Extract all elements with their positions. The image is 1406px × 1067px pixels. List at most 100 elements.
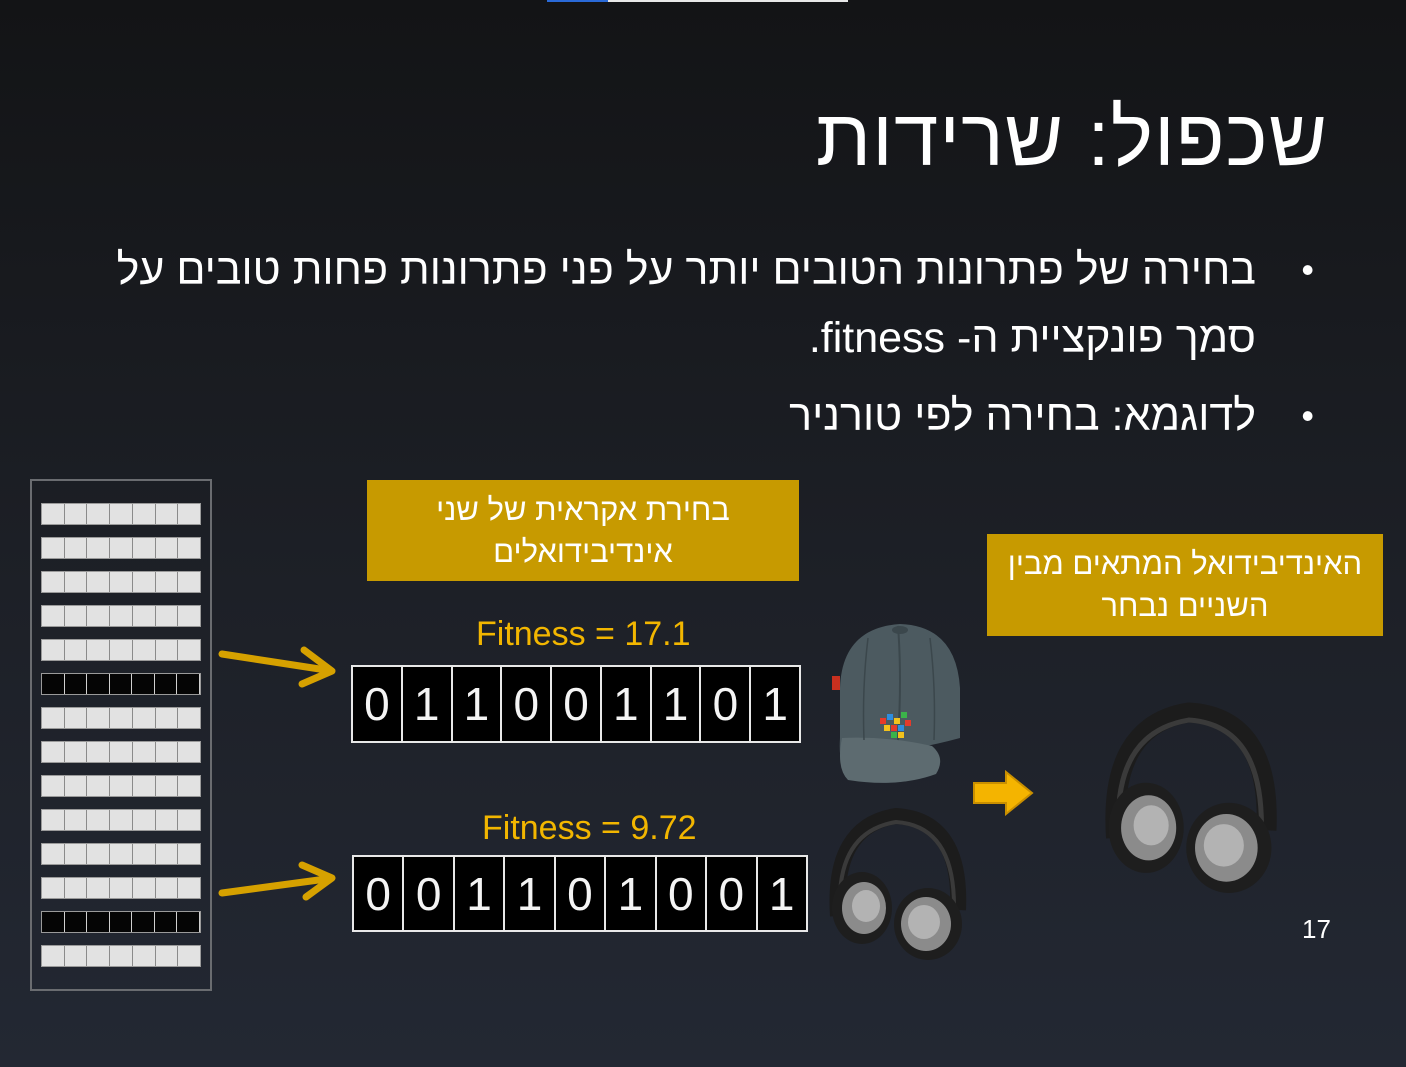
bullet-icon: • bbox=[1301, 249, 1314, 290]
bit-cell: 1 bbox=[762, 678, 788, 730]
population-cell bbox=[132, 810, 156, 830]
population-cell bbox=[42, 776, 65, 796]
population-cell bbox=[64, 912, 88, 932]
bullet-text: לדוגמא: בחירה לפי טורניר bbox=[789, 392, 1256, 440]
population-row bbox=[41, 571, 201, 593]
population-cell bbox=[42, 844, 65, 864]
population-cell bbox=[110, 606, 133, 626]
population-cell bbox=[64, 640, 88, 660]
population-cell bbox=[42, 572, 65, 592]
bullet-icon: • bbox=[1301, 395, 1314, 436]
bit-cell: 1 bbox=[455, 857, 506, 930]
population-cell bbox=[42, 810, 65, 830]
bit-cell: 0 bbox=[354, 857, 405, 930]
population-row bbox=[41, 741, 201, 763]
page-number: 17 bbox=[1302, 914, 1331, 944]
population-cell bbox=[110, 538, 133, 558]
population-cell bbox=[132, 912, 155, 932]
bit-cell: 1 bbox=[768, 867, 795, 920]
population-cell bbox=[64, 776, 88, 796]
population-cell bbox=[64, 810, 88, 830]
population-cell bbox=[155, 708, 179, 728]
population-cell bbox=[155, 572, 179, 592]
population-cell bbox=[110, 878, 133, 898]
population-cell bbox=[42, 708, 65, 728]
bit-cell: 1 bbox=[602, 667, 652, 741]
population-row bbox=[41, 775, 201, 797]
bit-cell: 1 bbox=[606, 857, 657, 930]
population-cell bbox=[64, 504, 88, 524]
population-cell bbox=[178, 606, 201, 626]
population-cell bbox=[155, 538, 179, 558]
population-cell bbox=[64, 572, 88, 592]
population-cell bbox=[87, 538, 111, 558]
bit-cell: 0 bbox=[701, 667, 752, 741]
population-cell bbox=[110, 708, 133, 728]
population-cell bbox=[109, 674, 133, 694]
population-cell bbox=[64, 538, 88, 558]
population-cell bbox=[154, 674, 178, 694]
population-row bbox=[41, 537, 201, 559]
population-panel bbox=[30, 479, 212, 991]
population-cell bbox=[110, 504, 133, 524]
population-cell bbox=[110, 742, 133, 762]
population-cell bbox=[87, 946, 111, 966]
population-cell bbox=[132, 708, 156, 728]
population-cell bbox=[132, 640, 156, 660]
population-cell bbox=[87, 606, 111, 626]
population-row bbox=[41, 605, 201, 627]
population-cell bbox=[109, 912, 133, 932]
population-cell bbox=[155, 844, 179, 864]
population-row bbox=[41, 707, 201, 729]
population-cell bbox=[64, 708, 88, 728]
progress-bar-track bbox=[608, 0, 848, 2]
population-cell bbox=[42, 742, 65, 762]
population-cell bbox=[177, 912, 201, 932]
population-cell bbox=[42, 946, 65, 966]
population-cell bbox=[87, 776, 111, 796]
population-cell bbox=[110, 946, 133, 966]
bit-cell: 0 bbox=[556, 857, 607, 930]
population-cell bbox=[178, 946, 201, 966]
population-cell bbox=[64, 878, 88, 898]
bullet-item: • בחירה של פתרונות הטובים יותר על פני פת… bbox=[26, 236, 1314, 372]
population-cell bbox=[154, 912, 178, 932]
bit-cell: 0 bbox=[657, 857, 708, 930]
population-cell bbox=[132, 742, 156, 762]
arrow-right-icon bbox=[218, 646, 336, 688]
population-cell bbox=[178, 844, 201, 864]
bit-cell: 0 bbox=[404, 857, 455, 930]
population-cell bbox=[155, 810, 179, 830]
population-cell bbox=[178, 504, 201, 524]
population-row bbox=[41, 843, 201, 865]
population-cell bbox=[178, 640, 201, 660]
bit-cell: 1 bbox=[652, 667, 702, 741]
winner-label: האינדיבידואל המתאים מבין השניים נבחר bbox=[987, 534, 1383, 636]
population-cell bbox=[87, 810, 111, 830]
population-cell bbox=[42, 878, 65, 898]
population-cell bbox=[110, 776, 133, 796]
bullet-item: • לדוגמא: בחירה לפי טורניר bbox=[26, 382, 1314, 450]
population-cell bbox=[177, 674, 201, 694]
population-row bbox=[41, 877, 201, 899]
progress-bar-accent bbox=[547, 0, 608, 2]
population-cell bbox=[42, 538, 65, 558]
population-cell bbox=[110, 810, 133, 830]
population-cell bbox=[110, 844, 133, 864]
headphones-icon bbox=[829, 807, 967, 960]
population-cell bbox=[178, 776, 201, 796]
population-cell bbox=[178, 538, 201, 558]
population-cell bbox=[64, 844, 88, 864]
population-cell bbox=[110, 572, 133, 592]
population-cell bbox=[132, 538, 156, 558]
bit-cell: 0 bbox=[353, 667, 403, 741]
population-cell bbox=[132, 776, 156, 796]
population-cell bbox=[178, 572, 201, 592]
result-arrow-icon bbox=[973, 770, 1034, 816]
bullet-list: • בחירה של פתרונות הטובים יותר על פני פת… bbox=[26, 236, 1314, 450]
population-cell bbox=[87, 708, 111, 728]
cap-icon bbox=[832, 624, 960, 783]
population-cell bbox=[132, 606, 156, 626]
population-cell bbox=[42, 504, 65, 524]
